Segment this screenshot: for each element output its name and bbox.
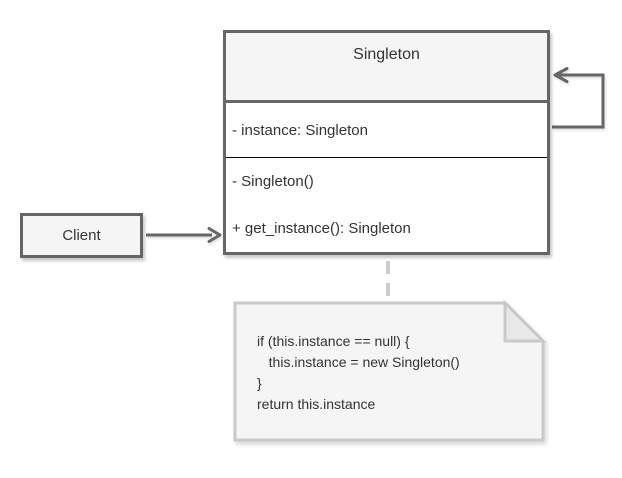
singleton-self-reference-arrow[interactable] bbox=[552, 67, 605, 129]
code-line: this.instance = new Singleton() bbox=[257, 354, 460, 370]
note-code-text: if (this.instance == null) { this.instan… bbox=[257, 331, 537, 415]
client-to-singleton-arrow[interactable] bbox=[146, 227, 222, 243]
singleton-class-box[interactable]: Singleton - instance: Singleton - Single… bbox=[223, 30, 550, 255]
client-class-box[interactable]: Client bbox=[20, 213, 143, 258]
code-line: return this.instance bbox=[257, 396, 376, 412]
arrowhead-right-icon bbox=[207, 227, 222, 243]
class-attribute: - instance: Singleton bbox=[232, 121, 368, 139]
class-method: - Singleton() bbox=[232, 173, 314, 190]
class-attributes-compartment: - instance: Singleton bbox=[226, 103, 547, 158]
code-line: if (this.instance == null) { bbox=[257, 333, 410, 349]
code-line: } bbox=[257, 375, 262, 391]
class-header-compartment: Singleton bbox=[226, 33, 547, 103]
class-method: + get_instance(): Singleton bbox=[232, 220, 411, 237]
code-note-shape[interactable] bbox=[233, 299, 547, 442]
client-label: Client bbox=[62, 227, 101, 244]
arrowhead-left-icon bbox=[553, 67, 569, 83]
note-fold-corner-icon bbox=[503, 299, 547, 343]
class-methods-compartment: - Singleton() + get_instance(): Singleto… bbox=[226, 158, 547, 252]
class-title: Singleton bbox=[353, 46, 420, 63]
